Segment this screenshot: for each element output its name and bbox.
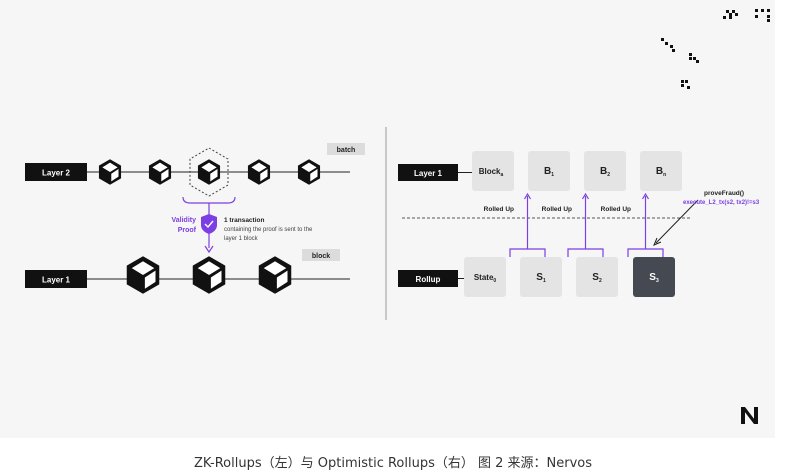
layer2-label-box: [25, 163, 87, 181]
state-3-box: [633, 257, 675, 297]
state-1-box: [520, 257, 562, 297]
execute-tx-label: execute_L2_tx(s2, tx2)!=s3: [683, 200, 760, 206]
l2-cube-4: [247, 159, 271, 185]
rollup-bracket-3: [627, 248, 664, 257]
block-bn-box: [640, 151, 682, 191]
block-a-box: [472, 151, 514, 191]
batch-tag: batch: [337, 147, 356, 154]
fraud-proof-arrow: [655, 199, 699, 244]
pixel-decoration: [661, 9, 770, 89]
prove-fraud-label: proveFraud(): [704, 190, 744, 197]
figure-caption: ZK-Rollups（左）与 Optimistic Rollups（右） 图 2…: [193, 456, 593, 471]
l2-cube-3: [197, 159, 221, 185]
l2-cube-1: [98, 159, 122, 185]
block-b1-box: [528, 151, 570, 191]
block-tag-box: [302, 249, 340, 261]
rollup-bracket-1: [509, 248, 546, 257]
block-bn-label: Bn: [656, 166, 666, 178]
rolled-up-label-1: Rolled Up: [484, 206, 514, 213]
shield-check-icon: [201, 214, 217, 234]
l1-cube-1: [126, 256, 160, 294]
rollup-arrowhead-3: [641, 192, 650, 200]
block-b2-label: B2: [600, 166, 610, 178]
l2-cube-5: [297, 159, 321, 185]
tx-note-3: layer 1 block: [224, 236, 259, 242]
batch-tag-box: [327, 143, 365, 155]
state-0-box: [464, 257, 506, 297]
block-tag: block: [312, 253, 330, 260]
proof-cube-dashed-outline: [189, 147, 229, 197]
batch-bracket: [182, 196, 236, 204]
layer2-label: Layer 2: [42, 169, 71, 178]
state-2-label: S2: [592, 272, 602, 284]
l1-cube-3: [258, 256, 292, 294]
validity-label: Validity: [171, 217, 196, 224]
checkmark-icon: [204, 220, 214, 229]
fraud-proof-arrowhead: [653, 237, 662, 246]
rollup-arrowhead-1: [523, 192, 532, 200]
block-b2-box: [584, 151, 626, 191]
l1-cube-2: [192, 256, 226, 294]
rolled-up-label-3: Rolled Up: [601, 206, 631, 213]
state-0-label: State0: [474, 273, 497, 284]
rollup-bracket-2: [567, 248, 604, 257]
tx-note-1: 1 transaction: [224, 217, 264, 224]
layer1-label: Layer 1: [42, 276, 71, 285]
rollup-label: Rollup: [416, 275, 441, 284]
state-1-label: S1: [536, 272, 546, 284]
layer1-label-box: [25, 270, 87, 288]
proof-label: Proof: [178, 227, 197, 234]
nervos-logo-icon: [741, 407, 758, 424]
rollup-label-box: [398, 270, 458, 287]
l2-cube-2: [148, 159, 172, 185]
rollup-arrowhead-2: [581, 192, 590, 200]
state-2-box: [576, 257, 618, 297]
right-layer1-label-box: [398, 164, 458, 181]
state-3-label: S3: [649, 272, 659, 284]
right-layer1-label: Layer 1: [414, 169, 443, 178]
block-a-label: Blocka: [479, 167, 504, 178]
block-b1-label: B1: [544, 166, 554, 178]
rolled-up-label-2: Rolled Up: [542, 206, 572, 213]
tx-note-2: containing the proof is sent to the: [224, 227, 313, 233]
proof-arrowhead: [204, 245, 214, 254]
